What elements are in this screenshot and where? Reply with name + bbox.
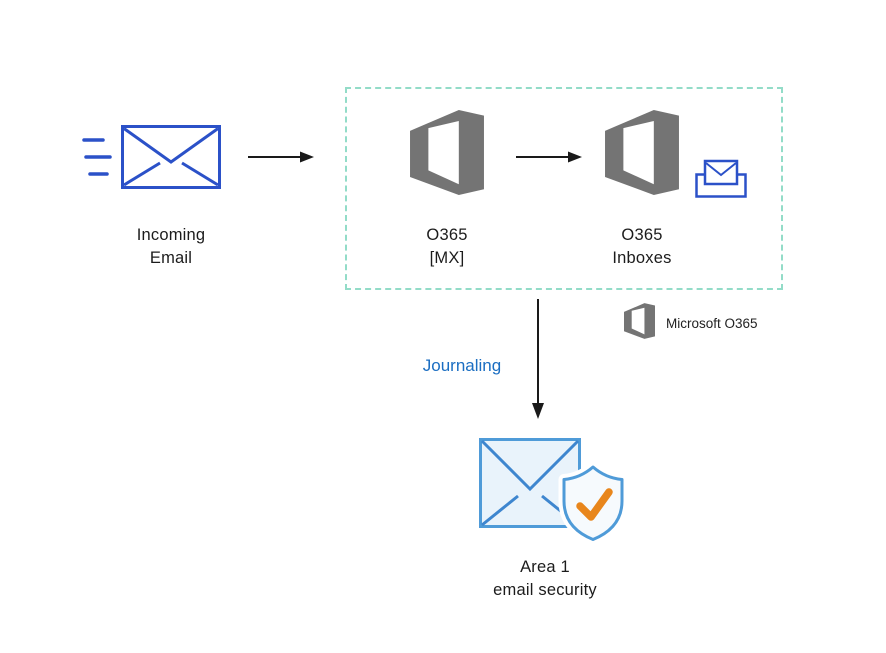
o365-mx-label: O365 [MX] [388,224,506,270]
incoming-email-label: Incoming Email [96,224,246,270]
label-line: Email [149,249,193,267]
area1-label: Area 1 email security [465,556,625,602]
office365-icon [410,110,484,195]
legend-label: Microsoft O365 [666,316,758,331]
envelope-body [703,159,739,186]
envelope-fold [123,161,161,187]
inbox-envelope-icon [695,159,747,198]
checkmark-icon [576,488,613,521]
label-line: O365 [426,226,468,244]
label-line: [MX] [429,249,465,267]
envelope-fold [481,494,519,527]
shield-icon [562,465,624,541]
microsoft-o365-legend-icon [624,303,655,339]
label-line: email security [493,581,597,599]
o365-inboxes-label: O365 Inboxes [583,224,701,270]
flow-arrow-right-icon [516,151,582,163]
label-line: Area 1 [520,558,570,576]
label-line: Incoming [136,226,206,244]
label-line: O365 [621,226,663,244]
envelope-flap [480,439,580,492]
incoming-email-icon [82,125,221,189]
office365-icon [605,110,679,195]
label-line: Inboxes [612,249,672,267]
email-security-icon [479,438,627,542]
flow-arrow-down-icon [532,299,544,419]
envelope-flap [705,162,737,177]
envelope-flap [123,127,219,164]
o365-boundary-box [345,87,783,290]
journaling-label: Journaling [422,356,502,375]
flow-arrow-right-icon [248,151,314,163]
envelope-fold [181,161,219,187]
